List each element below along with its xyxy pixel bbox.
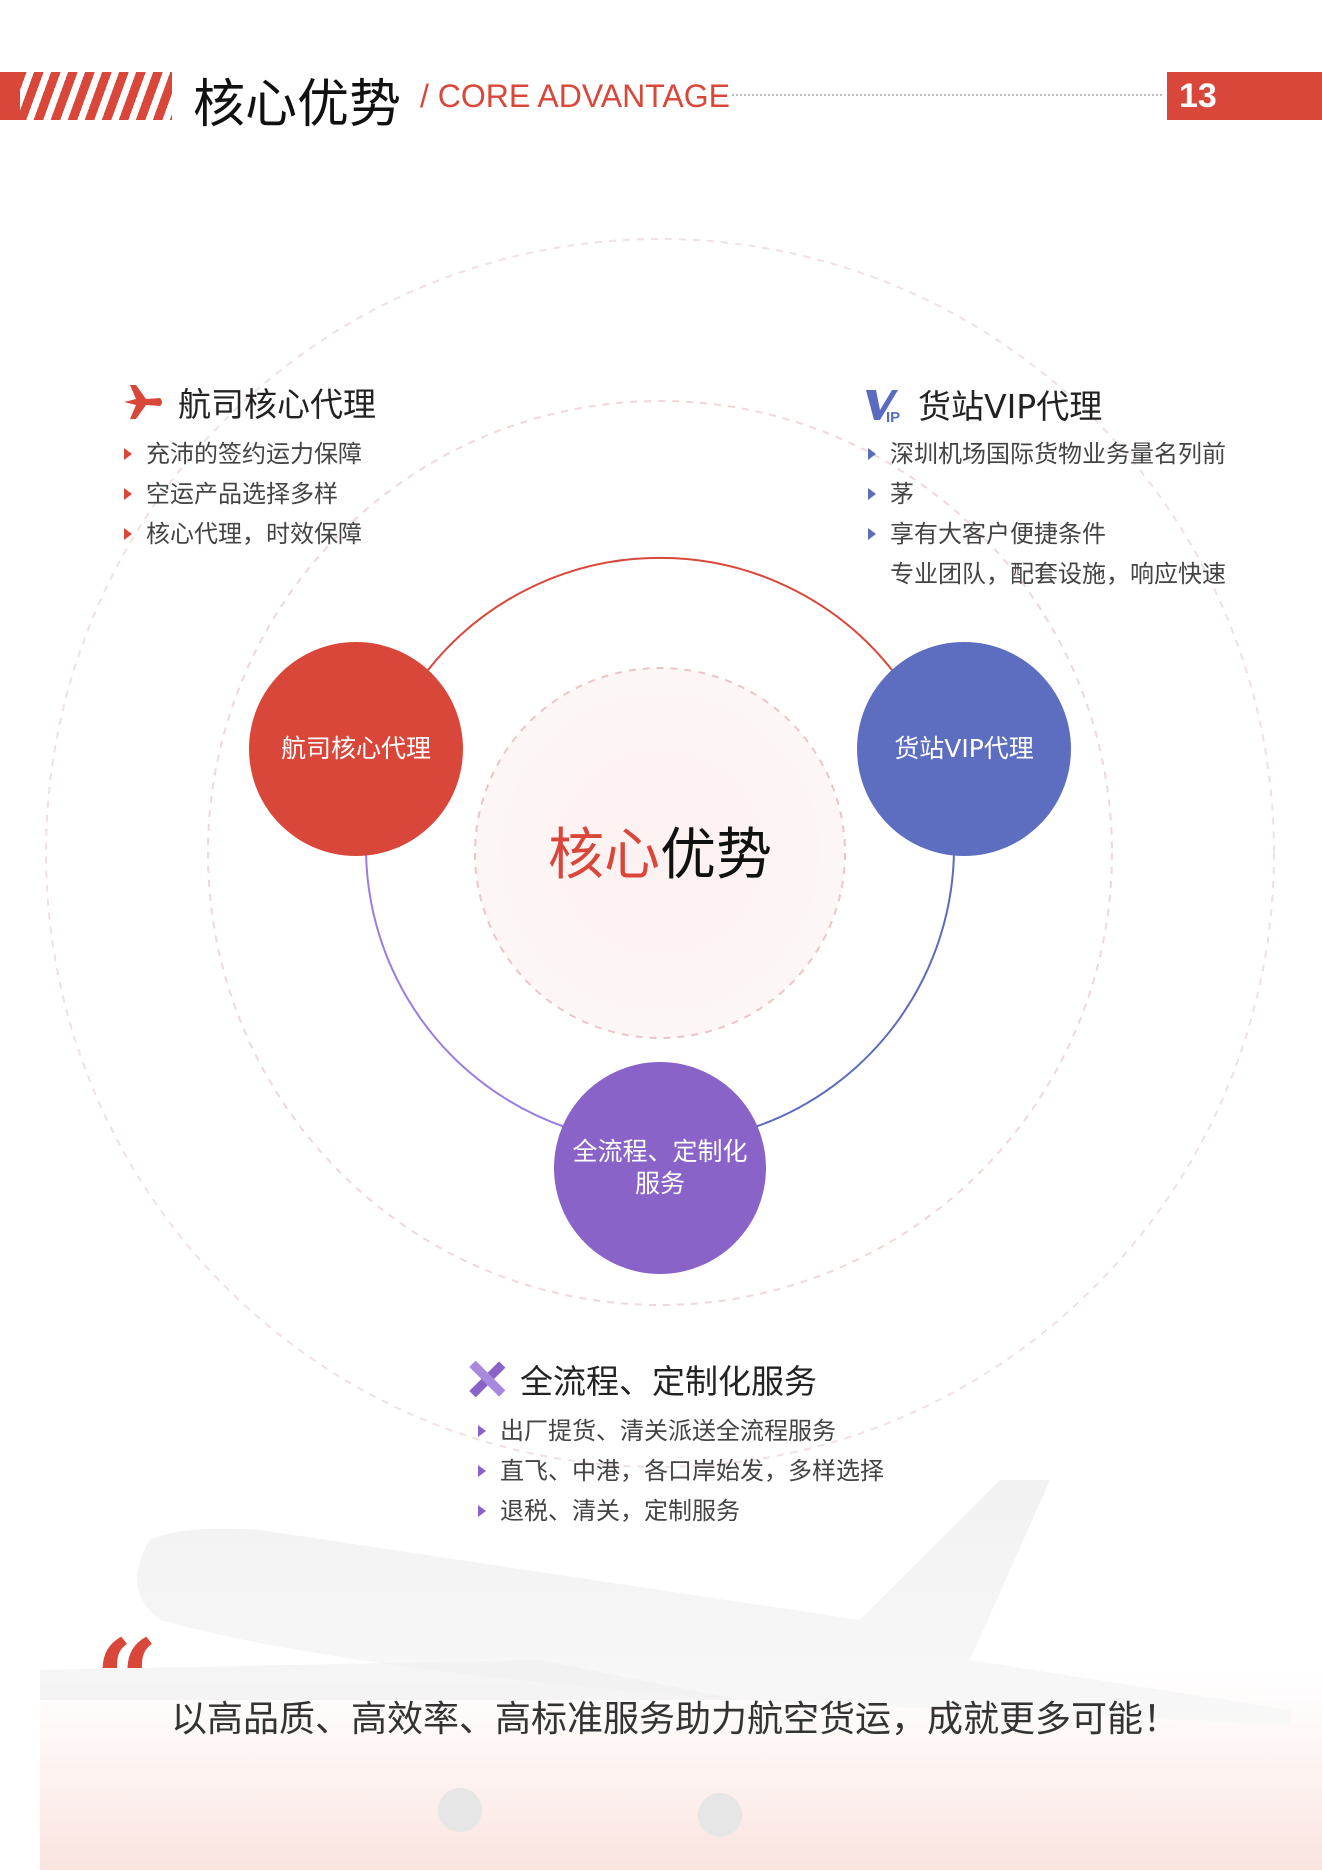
bullet-triangle-icon bbox=[868, 528, 876, 540]
airline-section-title: 航司核心代理 bbox=[122, 378, 376, 426]
bullet-triangle-icon bbox=[478, 1505, 486, 1517]
header-stripes-decoration bbox=[0, 72, 172, 120]
bullet-triangle-icon bbox=[124, 448, 132, 460]
bullet-triangle-icon bbox=[478, 1425, 486, 1437]
service-section-title: 全流程、定制化服务 bbox=[468, 1355, 884, 1403]
page-title: 核心优势 bbox=[193, 75, 402, 135]
tools-icon bbox=[469, 1360, 506, 1398]
list-item: 茅 bbox=[868, 474, 1226, 514]
node-vip-label: 货站VIP代理 bbox=[894, 733, 1034, 763]
list-item: 出厂提货、清关派送全流程服务 bbox=[478, 1411, 884, 1451]
node-airline-circle bbox=[249, 642, 463, 856]
middle-dashed-ring bbox=[207, 400, 1113, 1306]
list-item: 充沛的签约运力保障 bbox=[124, 434, 376, 474]
list-item: 核心代理，时效保障 bbox=[124, 514, 376, 554]
svg-text:IP: IP bbox=[886, 409, 900, 424]
bullet-triangle-icon bbox=[478, 1465, 486, 1477]
service-title-text: 全流程、定制化服务 bbox=[520, 1362, 817, 1401]
list-item: 深圳机场国际货物业务量名列前 bbox=[868, 434, 1226, 474]
list-item: 直飞、中港，各口岸始发，多样选择 bbox=[478, 1451, 884, 1491]
bullet-triangle-icon bbox=[124, 528, 132, 540]
outer-dashed-ring bbox=[45, 238, 1275, 1468]
page-number: 13 bbox=[1167, 72, 1322, 120]
ring-arc-left bbox=[365, 849, 566, 1128]
node-vip-circle bbox=[857, 642, 1071, 856]
airline-title-text: 航司核心代理 bbox=[178, 385, 376, 424]
list-item: 退税、清关，定制服务 bbox=[478, 1491, 884, 1531]
quote-mark-icon: “ bbox=[95, 1615, 159, 1744]
vip-title-text: 货站VIP代理 bbox=[918, 387, 1103, 426]
center-title-dark: 优势 bbox=[660, 823, 772, 888]
node-airline-label: 航司核心代理 bbox=[280, 733, 431, 763]
dotted-divider bbox=[732, 94, 1162, 96]
ring-arc-top bbox=[427, 556, 893, 671]
bullet-triangle-icon bbox=[124, 488, 132, 500]
airplane-icon bbox=[124, 385, 162, 419]
bullet-triangle-icon bbox=[868, 488, 876, 500]
center-title: 核心优势 bbox=[460, 810, 860, 891]
airplane-background-image bbox=[40, 1480, 1322, 1870]
center-dashed-circle bbox=[474, 667, 846, 1039]
bullet-triangle-icon bbox=[868, 448, 876, 460]
node-service-circle bbox=[554, 1062, 766, 1274]
node-service-label: 全流程、定制化服务 bbox=[572, 1136, 748, 1199]
list-item-continuation: 专业团队，配套设施，响应快速 bbox=[890, 560, 1226, 588]
vip-section-title: IP 货站VIP代理 bbox=[864, 380, 1226, 428]
center-title-red: 核心 bbox=[548, 823, 660, 888]
list-item: 空运产品选择多样 bbox=[124, 474, 376, 514]
list-item: 享有大客户便捷条件 bbox=[868, 514, 1226, 554]
slogan-quote: 以高品质、高效率、高标准服务助力航空货运，成就更多可能！ bbox=[171, 1699, 1180, 1740]
page-subtitle: / CORE ADVANTAGE bbox=[420, 78, 730, 114]
ring-arc-right bbox=[754, 849, 955, 1128]
vip-icon: IP bbox=[866, 390, 900, 424]
